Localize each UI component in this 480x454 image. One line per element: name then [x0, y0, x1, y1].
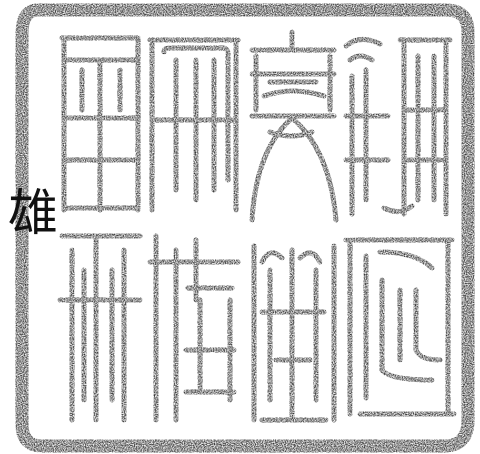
- seal-glyph-col4-bottom: [343, 237, 457, 417]
- seal-glyph-col1-top: [59, 35, 141, 213]
- seal-glyph-col2-top: [147, 37, 241, 213]
- seal-border: [15, 3, 475, 453]
- seal-glyph-col3-top: [249, 29, 339, 223]
- side-character: 雄: [8, 184, 58, 242]
- seal-glyph-col3-bottom: [251, 243, 337, 423]
- seal-glyph-col4-top: [343, 37, 453, 217]
- seal-glyph-col2-bottom: [147, 233, 241, 423]
- seal-glyph-col1-bottom: [57, 233, 143, 423]
